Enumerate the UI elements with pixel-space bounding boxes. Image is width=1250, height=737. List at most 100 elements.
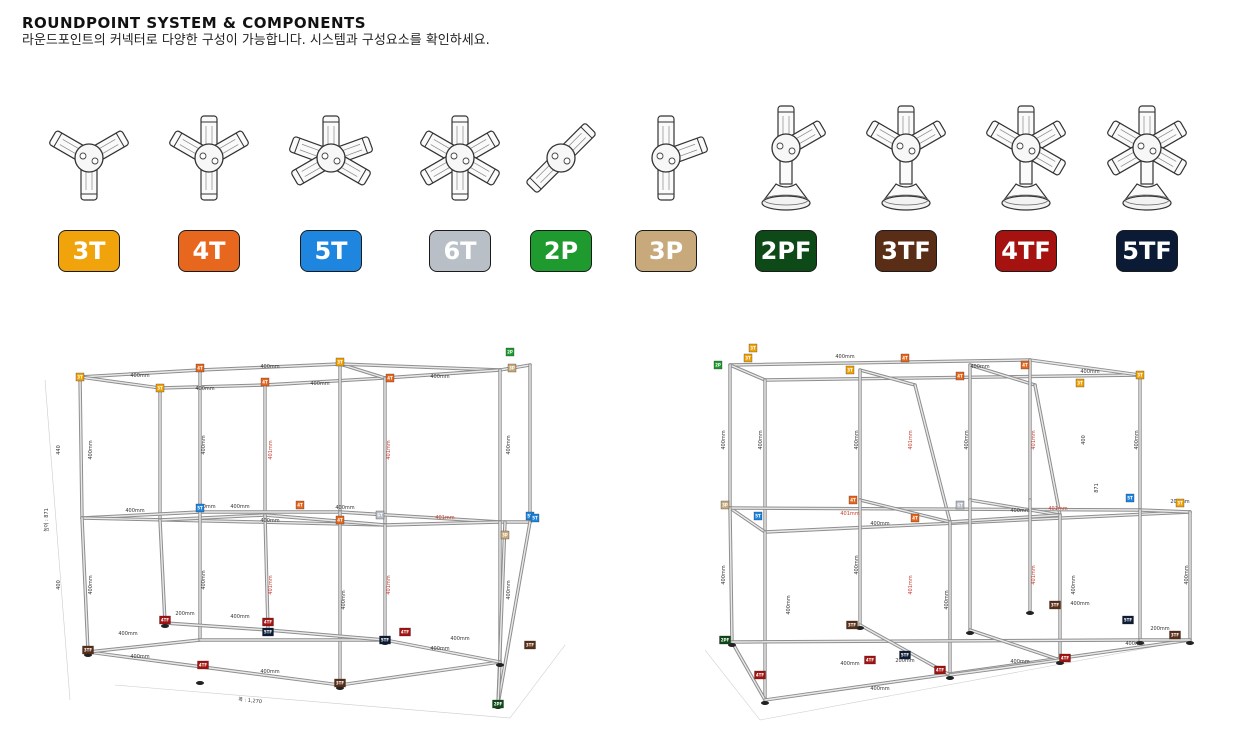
connector-tag: 4TF [934, 665, 946, 675]
component-2p: 2P [511, 100, 611, 280]
component-2pf: 2PF [736, 100, 836, 280]
dimension-label: 401mm [908, 575, 914, 594]
connector-tag: 4TF [864, 655, 876, 665]
svg-text:2P: 2P [715, 363, 721, 368]
dimension-label: 400mm [870, 686, 889, 692]
svg-text:2PF: 2PF [721, 638, 730, 643]
height-label: 높이 : 871 [43, 508, 50, 532]
height-label: 871 [1094, 483, 1100, 493]
foot-pad [1136, 641, 1144, 645]
connector-tag: 3T [748, 343, 758, 353]
component-badge: 5T [300, 230, 362, 272]
dimension-label: 400mm [195, 386, 214, 392]
svg-text:5TF: 5TF [264, 630, 273, 635]
svg-text:5T: 5T [532, 516, 538, 521]
svg-text:5TF: 5TF [901, 653, 910, 658]
dimension-label: 400mm [1125, 641, 1144, 647]
component-badge: 3P [635, 230, 697, 272]
connector-tag: 4T [848, 495, 858, 505]
connector-tag: 3T [845, 365, 855, 375]
connector-tag: 4T [260, 377, 270, 387]
svg-text:5TF: 5TF [1124, 618, 1133, 623]
connector-tag: 5TF [899, 650, 911, 660]
dimension-label: 400mm [840, 661, 859, 667]
component-5tf: 5TF [1097, 100, 1197, 280]
dimension-label: 400mm [260, 364, 279, 370]
dimension-label: 200mm [196, 504, 215, 510]
dimension-label: 401mm [1031, 565, 1037, 584]
svg-text:3TF: 3TF [84, 648, 93, 653]
svg-text:3T: 3T [1137, 373, 1143, 378]
svg-text:2PF: 2PF [494, 702, 503, 707]
dimension-label: 400mm [310, 381, 329, 387]
dimension-label: 400mm [450, 636, 469, 642]
svg-text:4T: 4T [337, 518, 343, 523]
connector-tag: 5TF [262, 627, 274, 637]
dimension-label: 400mm [230, 614, 249, 620]
svg-text:5T: 5T [527, 514, 533, 519]
svg-text:3T: 3T [157, 386, 163, 391]
svg-text:3T: 3T [847, 368, 853, 373]
connector-tag: 4T [910, 513, 920, 523]
svg-text:3T: 3T [1077, 381, 1083, 386]
svg-text:4TF: 4TF [161, 618, 170, 623]
svg-text:4T: 4T [197, 366, 203, 371]
dimension-label: 400mm [260, 518, 279, 524]
dimension-label: 200mm [895, 658, 914, 664]
dimension-label: 400mm [260, 669, 279, 675]
foot-pad [856, 626, 864, 630]
svg-text:5T: 5T [755, 514, 761, 519]
connector-tag: 3TF [334, 678, 346, 688]
foot-pad [761, 701, 769, 705]
connector-tag: 3TF [1049, 600, 1061, 610]
5t-connector-icon [289, 115, 373, 186]
svg-text:5T: 5T [197, 506, 203, 511]
connector-tag: 3TF [1169, 630, 1181, 640]
svg-text:4T: 4T [1022, 363, 1028, 368]
svg-text:3TF: 3TF [526, 643, 535, 648]
3tf-foot-connector-icon [866, 105, 946, 211]
dimension-label: 401mm [1031, 430, 1037, 449]
connector-tag: 3T [1135, 370, 1145, 380]
dimension-label: 400mm [88, 440, 94, 459]
connector-tag: 4T [385, 373, 395, 383]
svg-text:5TF: 5TF [381, 638, 390, 643]
svg-text:4T: 4T [850, 498, 856, 503]
connector-tag: 4T [295, 500, 305, 510]
page-subtitle: 라운드포인트의 커넥터로 다양한 구성이 가능합니다. 시스템과 구성요소를 확… [22, 33, 490, 48]
svg-text:3TF: 3TF [336, 681, 345, 686]
svg-text:3T: 3T [77, 375, 83, 380]
component-5t: 5T [281, 100, 381, 280]
foot-pad [966, 631, 974, 635]
svg-text:4TF: 4TF [936, 668, 945, 673]
connector-tag: 5T [1125, 493, 1135, 503]
dimension-label: 400mm [125, 508, 144, 514]
foot-pad [161, 624, 169, 628]
component-badge: 3TF [875, 230, 937, 272]
component-badge: 4TF [995, 230, 1057, 272]
connector-tag: 3P [507, 363, 517, 373]
connector-tag: 3P [720, 500, 730, 510]
dimension-label: 401mm [268, 440, 274, 459]
connector-tag: 3P [500, 530, 510, 540]
dimension-label: 400mm [1134, 430, 1140, 449]
component-badge: 2P [530, 230, 592, 272]
page-header: ROUNDPOINT SYSTEM & COMPONENTS 라운드포인트의 커… [22, 14, 490, 49]
3p-connector-icon [651, 115, 708, 201]
connector-tag: 2P [713, 360, 723, 370]
foot-pad [496, 663, 504, 667]
svg-text:4T: 4T [387, 376, 393, 381]
component-3p: 3P [616, 100, 716, 280]
dimension-label: 401mm [386, 440, 392, 459]
2pf-foot-connector-icon [761, 105, 826, 211]
connector-tag: 4T [955, 371, 965, 381]
connector-tag: 3T [75, 372, 85, 382]
connector-tag: 3T [743, 353, 753, 363]
dimension-label: 400mm [230, 504, 249, 510]
connector-tag: 4T [900, 353, 910, 363]
width-label: 폭 : 1,270 [238, 697, 262, 705]
svg-text:3T: 3T [745, 356, 751, 361]
dimension-label: 400mm [118, 631, 137, 637]
svg-text:3P: 3P [722, 503, 728, 508]
